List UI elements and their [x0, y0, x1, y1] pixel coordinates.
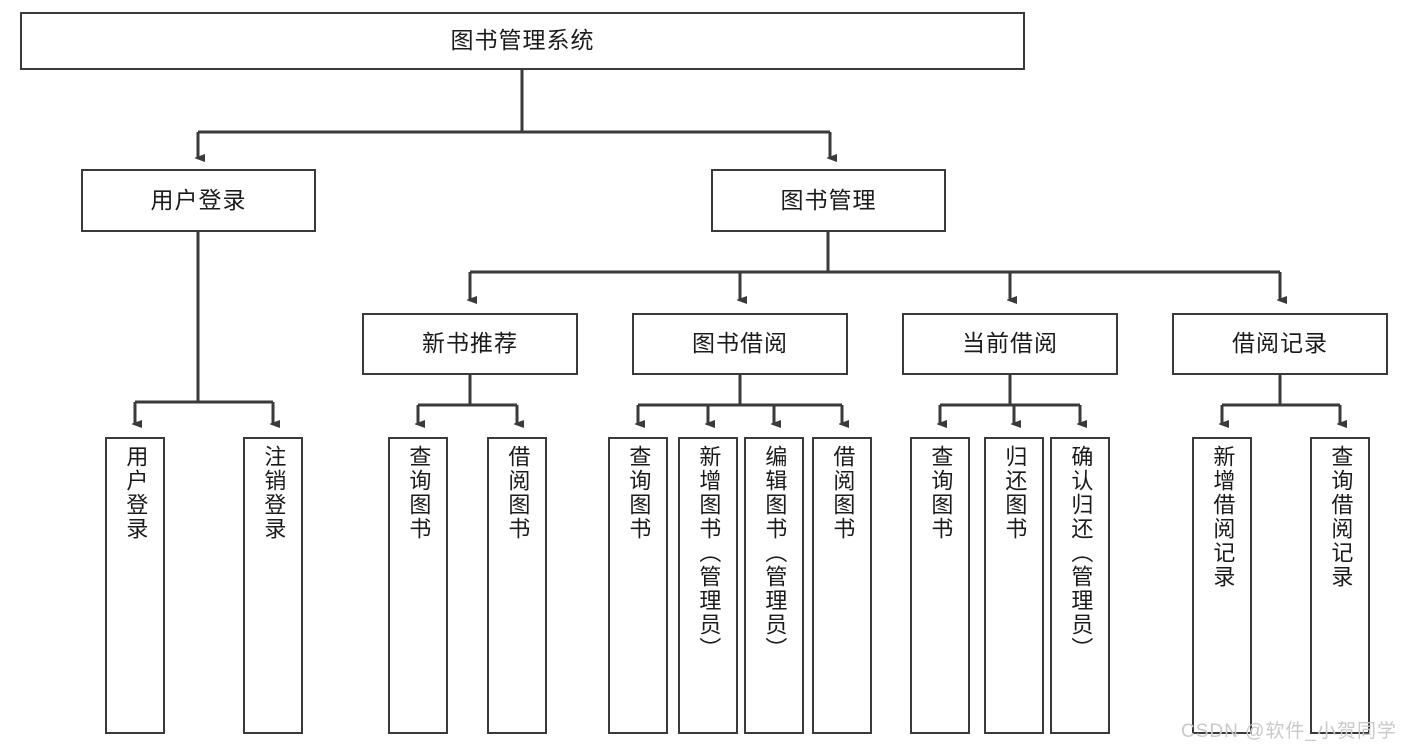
leaf-node[interactable]: 借阅图书 — [812, 437, 872, 734]
node-label: 图书借阅 — [692, 330, 788, 357]
node-label: 用户登录 — [150, 186, 247, 213]
leaf-node[interactable]: 新增借阅记录 — [1192, 437, 1252, 734]
node-label: 新增借阅记录 — [1210, 445, 1236, 589]
node-label: 借阅图书 — [830, 445, 856, 541]
node-label: 编辑图书（管理员） — [762, 445, 788, 661]
leaf-node[interactable]: 编辑图书（管理员） — [744, 437, 804, 734]
node-label: 查询图书 — [928, 445, 954, 541]
leaf-node[interactable]: 新增图书（管理员） — [678, 437, 738, 734]
level2-node[interactable]: 用户登录 — [81, 169, 316, 232]
leaf-node[interactable]: 用户登录 — [105, 437, 165, 734]
node-label: 查询图书 — [406, 445, 432, 541]
node-label: 新增图书（管理员） — [696, 445, 722, 661]
node-label: 查询借阅记录 — [1328, 445, 1354, 589]
node-label: 当前借阅 — [962, 330, 1058, 357]
leaf-node[interactable]: 查询图书 — [910, 437, 970, 734]
node-label: 图书管理 — [780, 186, 877, 213]
level3-node[interactable]: 新书推荐 — [362, 313, 578, 375]
leaf-node[interactable]: 查询图书 — [388, 437, 448, 734]
node-label: 确认归还（管理员） — [1068, 445, 1094, 661]
csdn-watermark: CSDN @软件_小贺同学 — [1181, 721, 1397, 742]
node-label: 查询图书 — [626, 445, 652, 541]
root-node[interactable]: 图书管理系统 — [20, 12, 1025, 70]
node-label: 借阅记录 — [1232, 330, 1328, 357]
node-label: 用户登录 — [123, 445, 149, 541]
level3-node[interactable]: 借阅记录 — [1172, 313, 1388, 375]
leaf-node[interactable]: 查询图书 — [608, 437, 668, 734]
node-label: 新书推荐 — [422, 330, 518, 357]
node-label: 注销登录 — [261, 445, 287, 541]
leaf-node[interactable]: 借阅图书 — [487, 437, 547, 734]
level3-node[interactable]: 图书借阅 — [632, 313, 848, 375]
level2-node[interactable]: 图书管理 — [711, 169, 946, 232]
level3-node[interactable]: 当前借阅 — [902, 313, 1118, 375]
node-label: 归还图书 — [1002, 445, 1028, 541]
leaf-node[interactable]: 确认归还（管理员） — [1050, 437, 1110, 734]
node-label: 图书管理系统 — [450, 27, 595, 54]
node-label: 借阅图书 — [505, 445, 531, 541]
leaf-node[interactable]: 查询借阅记录 — [1310, 437, 1370, 734]
leaf-node[interactable]: 注销登录 — [243, 437, 303, 734]
leaf-node[interactable]: 归还图书 — [984, 437, 1044, 734]
